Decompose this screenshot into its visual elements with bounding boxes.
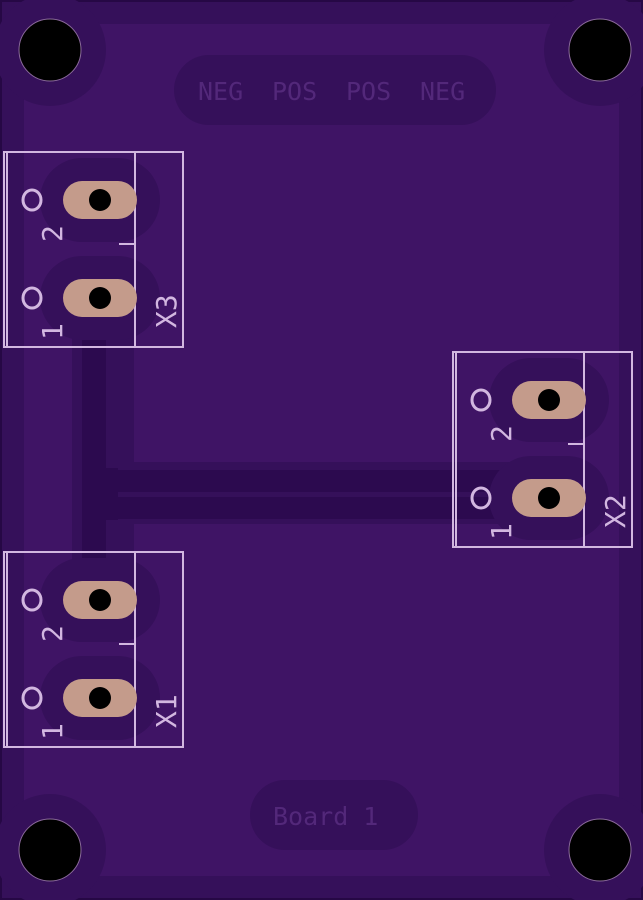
mounting-holes bbox=[18, 18, 632, 882]
connector-outline bbox=[452, 351, 633, 548]
pin-number: 1 bbox=[485, 523, 518, 540]
drill-pin-2 bbox=[89, 189, 111, 211]
pin-marker bbox=[21, 188, 43, 212]
pin-number: 2 bbox=[36, 225, 69, 242]
mount-hole-top-right bbox=[568, 18, 632, 82]
mount-hole-bottom-left bbox=[18, 818, 82, 882]
connector-ref: X2 bbox=[599, 494, 632, 528]
header-label-neg-right: NEG bbox=[420, 77, 465, 106]
pin-number: 1 bbox=[36, 723, 69, 740]
drill-pin-2 bbox=[89, 589, 111, 611]
header-label-neg-left: NEG bbox=[198, 77, 243, 106]
pin-marker bbox=[21, 588, 43, 612]
header-label-pos-right: POS bbox=[346, 77, 391, 106]
drill-pin-1 bbox=[89, 687, 111, 709]
board-label-keepout bbox=[250, 780, 418, 850]
connector-outline bbox=[3, 551, 184, 748]
drill-pin-2 bbox=[538, 389, 560, 411]
connector-x1: 1 2X1 bbox=[3, 551, 184, 748]
pin-number: 1 bbox=[36, 323, 69, 340]
connector-ref: X3 bbox=[150, 294, 183, 328]
mount-hole-bottom-right bbox=[568, 818, 632, 882]
header-label-keepout bbox=[174, 55, 496, 125]
mount-hole-top-left bbox=[18, 18, 82, 82]
pin-marker bbox=[470, 388, 492, 412]
pin-marker bbox=[21, 686, 43, 710]
connector-outline bbox=[3, 151, 184, 348]
pin-number: 2 bbox=[485, 425, 518, 442]
connector-x3: 1 2X3 bbox=[3, 151, 184, 348]
header-label-pos-left: POS bbox=[272, 77, 317, 106]
connector-x2: 1 2X2 bbox=[452, 351, 633, 548]
copper-pour bbox=[24, 24, 619, 876]
drill-pin-1 bbox=[89, 287, 111, 309]
pin-marker bbox=[21, 286, 43, 310]
pin-number: 2 bbox=[36, 625, 69, 642]
header-labels: NEG POS POS NEG bbox=[198, 77, 465, 106]
drill-pin-1 bbox=[538, 487, 560, 509]
connector-ref: X1 bbox=[150, 694, 183, 728]
board-label: Board 1 bbox=[273, 802, 378, 831]
pin-marker bbox=[470, 486, 492, 510]
